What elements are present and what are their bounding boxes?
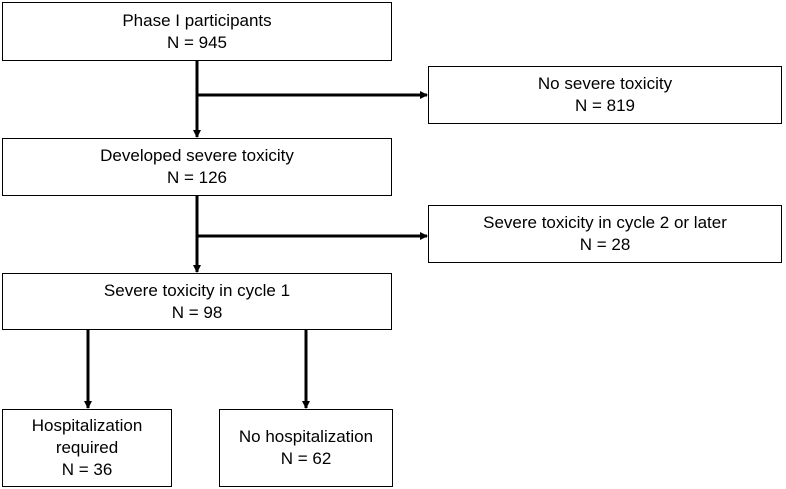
- participants-count: N = 945: [166, 32, 227, 52]
- hospitalized-box: Hospitalization required N = 36: [2, 409, 172, 487]
- developed-count: N = 126: [166, 168, 227, 187]
- no-severe-count: N = 819: [574, 96, 635, 115]
- no-hospital-count: N = 62: [280, 449, 332, 468]
- participants-box: Phase I participants N = 945: [2, 2, 392, 61]
- no-severe-box: No severe toxicity N = 819: [428, 66, 782, 124]
- participants-title: Phase I participants: [122, 10, 272, 30]
- later-cycle-title: Severe toxicity in cycle 2 or later: [483, 213, 727, 232]
- no-severe-title: No severe toxicity: [537, 74, 673, 93]
- later-cycle-box: Severe toxicity in cycle 2 or later N = …: [428, 205, 782, 263]
- hospitalized-title-line1: Hospitalization: [31, 416, 143, 435]
- no-hospital-title: No hospitalization: [238, 427, 374, 446]
- cycle1-box: Severe toxicity in cycle 1 N = 98: [2, 273, 392, 330]
- cycle1-count: N = 98: [171, 302, 223, 322]
- hospitalized-title-line2: required: [55, 438, 119, 457]
- developed-box: Developed severe toxicity N = 126: [2, 138, 392, 196]
- developed-title: Developed severe toxicity: [100, 146, 294, 165]
- no-hospital-box: No hospitalization N = 62: [219, 409, 393, 487]
- cycle1-title: Severe toxicity in cycle 1: [103, 280, 291, 300]
- later-cycle-count: N = 28: [579, 235, 631, 254]
- hospitalized-count: N = 36: [61, 460, 113, 479]
